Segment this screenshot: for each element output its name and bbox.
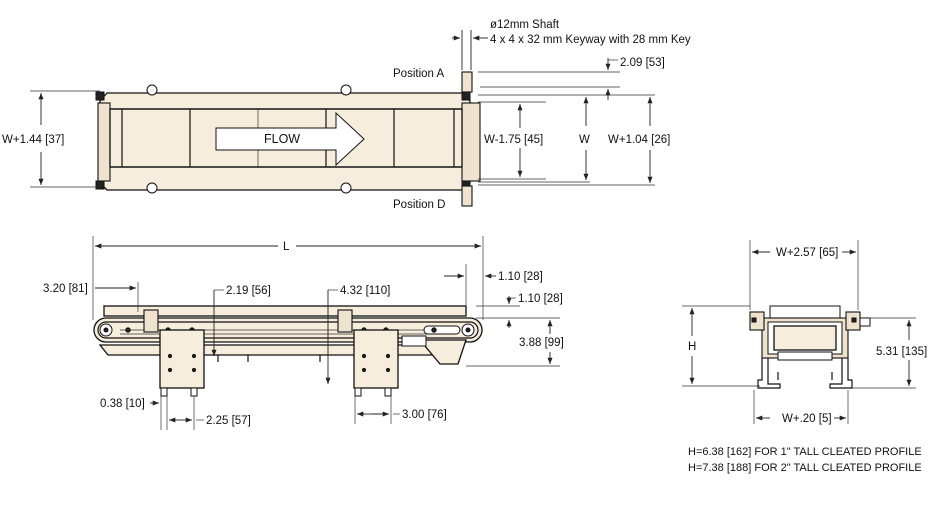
dim-w-minus-1-75: W-1.75 [45] [484,134,543,146]
keyway-label: 4 x 4 x 32 mm Keyway with 28 mm Key [490,34,691,46]
position-d-shaft [461,185,473,207]
dim-0-38: 0.38 [10] [100,398,145,410]
end-view: W+2.57 [65] H 5.31 [135] W+.2 [682,240,927,474]
dim-3-88: 3.88 [99] [519,337,564,349]
dim-h: H [688,341,696,353]
dim-l: L [283,241,290,253]
dim-2-19: 2.19 [56] [226,285,271,297]
dim-3-00: 3.00 [76] [402,409,447,421]
dim-2-25: 2.25 [57] [206,415,251,427]
dim-w-plus-2-57: W+2.57 [65] [776,247,838,259]
side-view: L [43,236,564,430]
flow-label: FLOW [264,132,300,146]
dim-w-plus-0-20: W+.20 [5] [782,413,832,425]
top-view: ø12mm Shaft 4 x 4 x 32 mm Keyway with 28… [2,19,691,211]
position-a-label: Position A [393,68,444,80]
shaft-label: ø12mm Shaft [490,19,560,31]
dim-w-plus-1-44: W+1.44 [37] [2,134,64,146]
flow-arrow [215,111,365,167]
position-a-shaft [461,71,473,93]
dim-w: W [579,134,590,146]
tail-guard [418,339,467,365]
dim-2-09: 2.09 [53] [620,57,665,69]
dim-3-20: 3.20 [81] [43,283,88,295]
dim-5-31: 5.31 [135] [876,346,927,358]
note-h-2-inch: H=7.38 [188] FOR 2" TALL CLEATED PROFILE [688,462,922,474]
dim-1-10-a: 1.10 [28] [498,271,543,283]
dim-4-32: 4.32 [110] [340,285,390,297]
position-d-label: Position D [393,199,445,211]
support-stand-left [159,329,205,389]
note-h-1-inch: H=6.38 [162] FOR 1" TALL CLEATED PROFILE [688,446,922,458]
side-rail [103,305,467,317]
dim-w-plus-1-04: W+1.04 [26] [608,134,670,146]
dim-1-10-b: 1.10 [28] [518,293,563,305]
support-stand-right [353,329,399,389]
